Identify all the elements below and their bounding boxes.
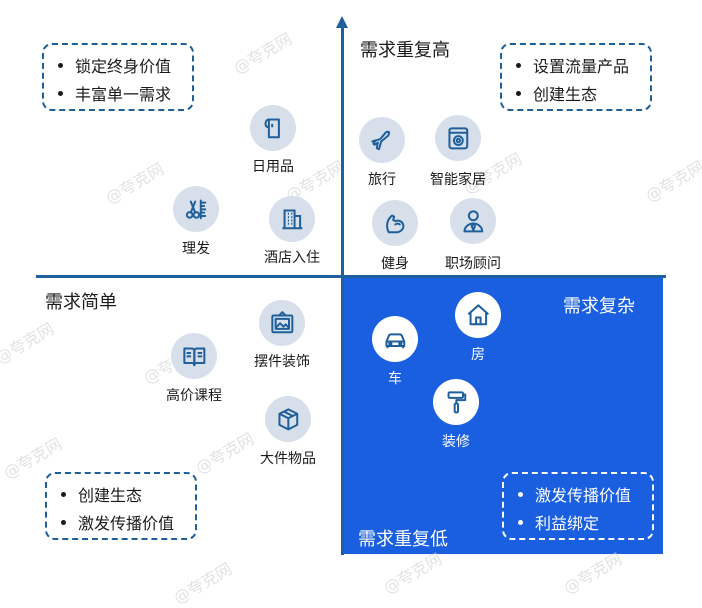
strategy-text: 设置流量产品 (533, 57, 630, 76)
strategy-text: 创建生态 (533, 85, 598, 104)
picture-frame-icon (259, 300, 305, 346)
strategy-box-bottom-right: 激发传播价值 利益绑定 (502, 472, 654, 540)
strategy-item: 创建生态 (516, 79, 640, 107)
strategy-item: 利益绑定 (518, 508, 642, 536)
watermark: @夸克网 (0, 319, 58, 368)
strategy-box-top-left: 锁定终身价值 丰富单一需求 (42, 43, 194, 111)
bullet (518, 519, 523, 525)
strategy-box-bottom-left: 创建生态 激发传播价值 (45, 472, 197, 540)
scissors-comb-icon (173, 186, 219, 232)
car-icon (372, 316, 418, 362)
strategy-item: 丰富单一需求 (58, 79, 182, 107)
strategy-text: 利益绑定 (535, 514, 600, 533)
item-label-large-goods: 大件物品 (260, 451, 316, 467)
strategy-text: 锁定终身价值 (75, 57, 172, 76)
bullet (518, 491, 523, 497)
watermark: @夸克网 (642, 157, 702, 206)
item-label-haircut: 理发 (182, 241, 210, 257)
watermark: @夸克网 (192, 429, 258, 478)
item-label-fitness: 健身 (381, 256, 409, 272)
airplane-icon (359, 117, 405, 163)
bullet (516, 62, 521, 68)
open-book-icon (171, 333, 217, 379)
bullet (58, 90, 63, 96)
item-label-renovation: 装修 (442, 434, 470, 450)
axis-label-left: 需求简单 (45, 292, 117, 313)
item-label-travel: 旅行 (368, 172, 396, 188)
horizontal-axis (36, 275, 666, 278)
vertical-axis (341, 26, 344, 555)
item-label-decor: 摆件装饰 (254, 354, 310, 370)
watermark: @夸克网 (170, 559, 236, 608)
strategy-item: 锁定终身价值 (58, 51, 182, 79)
box-cube-icon (265, 396, 311, 442)
item-label-career: 职场顾问 (445, 256, 501, 272)
item-label-car: 车 (388, 371, 402, 387)
item-label-hotel: 酒店入住 (264, 250, 320, 266)
tissue-roll-icon (250, 105, 296, 151)
strategy-item: 激发传播价值 (61, 508, 185, 536)
washing-machine-icon (435, 115, 481, 161)
bullet (516, 90, 521, 96)
watermark: @夸克网 (230, 29, 296, 78)
strategy-text: 丰富单一需求 (75, 85, 172, 104)
strategy-box-top-right: 设置流量产品 创建生态 (500, 43, 652, 111)
bullet (61, 519, 66, 525)
paint-roller-icon (433, 379, 479, 425)
item-label-smart-home: 智能家居 (430, 172, 486, 188)
person-tie-icon (450, 198, 496, 244)
strategy-text: 激发传播价值 (535, 486, 632, 505)
vertical-axis-arrow (336, 16, 348, 28)
axis-label-bottom: 需求重复低 (358, 529, 448, 550)
item-label-daily-goods: 日用品 (252, 159, 294, 175)
bullet (58, 62, 63, 68)
house-icon (455, 292, 501, 338)
building-icon (269, 196, 315, 242)
strategy-text: 激发传播价值 (78, 514, 175, 533)
flexed-arm-icon (372, 200, 418, 246)
strategy-item: 设置流量产品 (516, 51, 640, 79)
axis-label-right: 需求复杂 (563, 296, 635, 317)
watermark: @夸克网 (102, 159, 168, 208)
bullet (61, 491, 66, 497)
strategy-text: 创建生态 (78, 486, 143, 505)
item-label-course: 高价课程 (166, 388, 222, 404)
axis-label-top: 需求重复高 (360, 40, 450, 61)
strategy-item: 创建生态 (61, 480, 185, 508)
item-label-house: 房 (471, 347, 485, 363)
strategy-item: 激发传播价值 (518, 480, 642, 508)
